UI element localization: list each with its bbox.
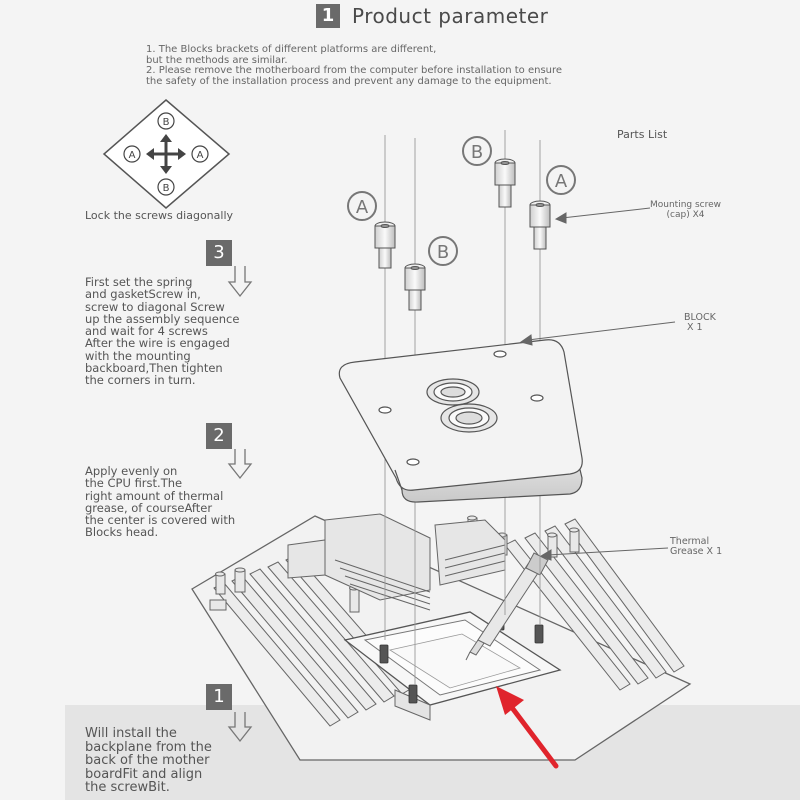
step-3-badge: 3 [206,240,232,266]
step-3-instructions: First set the spring and gasketScrew in,… [85,276,239,387]
callout-line: (cap) X4 [666,209,705,220]
callout-leaders [519,207,676,561]
screw-label-b-left: B [437,242,449,263]
red-pointer-arrow [496,686,559,769]
step-line: the center is covered with [85,513,236,528]
callout-line: BLOCK [684,312,716,323]
step-line: the screwBit. [85,780,170,795]
thermal-grease-syringe [465,552,549,661]
step-2-badge: 2 [206,423,232,449]
thermal-grease-callout: Thermal Grease X 1 [670,537,722,556]
screw-label-b-right: B [471,142,483,163]
note-line: but the methods are similar. [146,54,288,66]
step-line: with the mounting [85,348,191,363]
step-line: right amount of thermal [85,488,224,503]
step-line: the corners in turn. [85,373,196,388]
diagonal-lock-diagram: B B A A [102,99,231,209]
step-line: back of the mother [85,753,210,768]
mounting-screws [374,158,551,311]
step-line: backboard,Then tighten [85,361,223,376]
step-1-badge: 1 [206,684,232,710]
title-step-badge: 1 [316,4,340,28]
step-line: and gasketScrew in, [85,287,201,302]
step-line: First set the spring [85,275,193,289]
step-line: Apply evenly on [85,464,178,478]
callout-line: Mounting screw [650,200,722,210]
water-block [338,339,583,503]
step-line: After the wire is engaged [85,336,230,351]
note-line: 1. The Blocks brackets of different plat… [146,44,437,55]
lock-label-b-bottom: B [163,183,170,194]
step-line: the CPU first.The [85,476,183,491]
screw-label-a-left: A [356,197,369,218]
screw-letter-labels: A B B A [347,136,576,266]
parts-list-title: Parts List [617,128,668,141]
callout-line: Grease X 1 [670,545,723,557]
step-line: Blocks head. [85,525,159,540]
step-line: grease, of courseAfter [85,500,213,515]
lock-label-b-top: B [163,117,170,128]
lock-label-a-right: A [197,150,204,161]
lock-diagram-caption: Lock the screws diagonally [85,209,234,222]
step-line: Will install the [85,726,177,741]
callout-line: Thermal [670,536,710,547]
step-line: screw to diagonal Screw [85,299,225,314]
screw-label-a-right: A [555,171,568,192]
mounting-screw-callout: Mounting screw (cap) X4 [650,200,722,220]
step-line: and wait for 4 screws [85,324,208,339]
step-line: up the assembly sequence [85,311,240,326]
page-header: 1 Product parameter [316,4,548,28]
note-line: 2. Please remove the motherboard from th… [146,65,563,76]
callout-line: X 1 [687,321,703,333]
motherboard [191,513,692,761]
note-line: the safety of the installation process a… [146,75,552,87]
step-2-instructions: Apply evenly on the CPU first.The right … [85,465,235,539]
page-title: Product parameter [352,4,549,28]
step-1-instructions: Will install the backplane from the back… [85,727,212,795]
step-line: backplane from the [85,739,212,755]
step-arrows [227,266,253,743]
block-callout: BLOCK X 1 [684,313,716,332]
installation-notes: 1. The Blocks brackets of different plat… [146,44,563,87]
lock-label-a-left: A [129,150,136,161]
step-line: boardFit and align [85,766,203,782]
